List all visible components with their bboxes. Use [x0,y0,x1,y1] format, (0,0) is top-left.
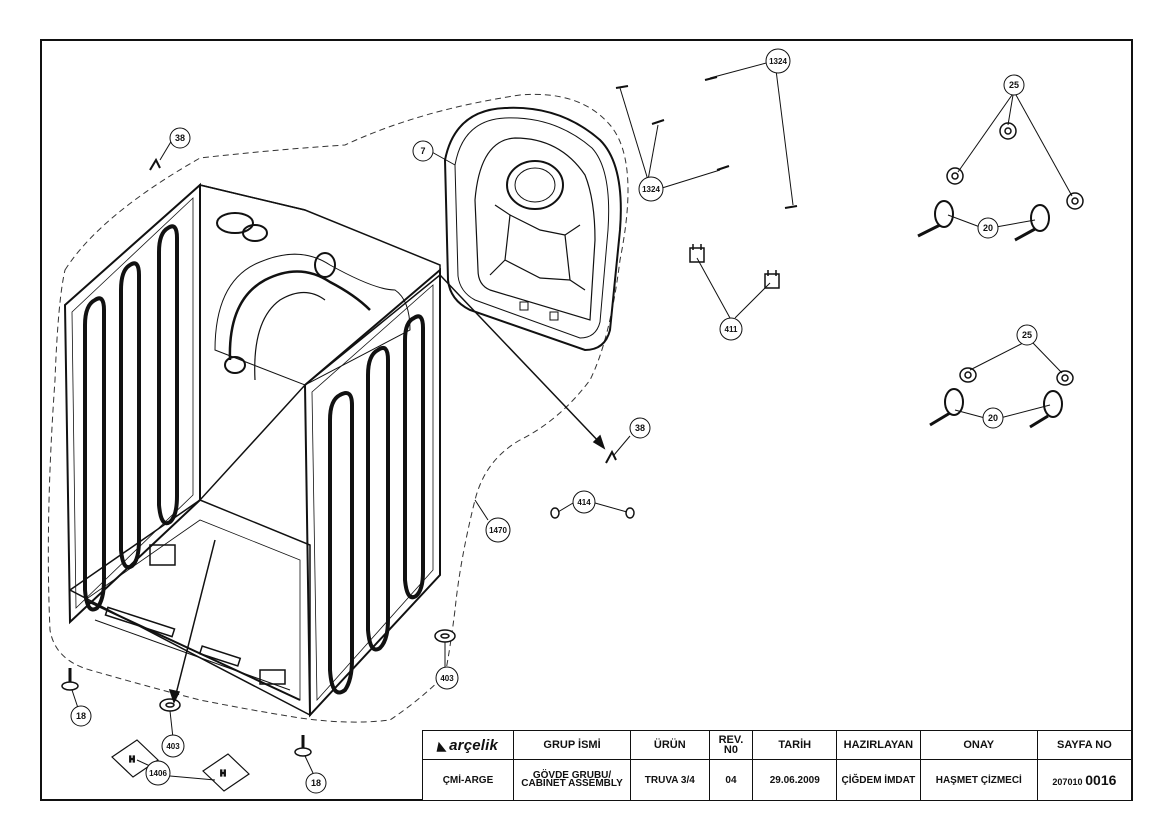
leader-lines [71,61,1073,781]
svg-text:18: 18 [76,711,86,721]
svg-text:25: 25 [1009,80,1019,90]
group-name-value: GÖVDE GRUBU/CABINET ASSEMBLY [512,759,632,801]
svg-text:1470: 1470 [489,526,507,535]
sheet-border [40,39,1133,801]
screws-1324 [615,76,798,209]
approved-by-value: HAŞMET ÇİZMECİ [919,759,1038,801]
callout-18-left: 18 [70,705,92,727]
callout-20-mid: 20 [982,407,1004,429]
callout-403-right: 403 [435,666,459,690]
date-value: 29.06.2009 [752,759,838,801]
header-approval: ONAY [919,730,1038,760]
leveling-feet-18 [61,668,312,757]
transport-bolts-20 [917,200,1063,429]
svg-text:403: 403 [166,742,180,751]
brand-logo: ◣arçelik [422,730,514,760]
svg-text:411: 411 [725,325,738,334]
company-value: ÇMİ-ARGE [422,759,514,801]
svg-text:38: 38 [175,133,185,143]
svg-text:20: 20 [988,413,998,423]
explode-arrows [168,274,606,704]
clips-38 [149,157,617,464]
callout-403-left: 403 [161,734,185,758]
callout-1324-mid: 1324 [638,176,664,202]
svg-text:1406: 1406 [149,769,167,778]
header-product: ÜRÜN [630,730,710,760]
brand-mark-icon: ◣ [436,738,449,753]
callout-20-top: 20 [977,217,999,239]
svg-text:25: 25 [1022,330,1032,340]
feet-403 [159,629,456,712]
callout-1406: 1406 [145,760,171,786]
revision-value: 04 [708,759,754,801]
callout-7: 7 [412,140,434,162]
clips-411 [689,244,780,289]
callout-25-mid: 25 [1016,324,1038,346]
svg-text:1324: 1324 [769,57,787,66]
svg-text:403: 403 [440,674,454,683]
callout-25-top: 25 [1003,74,1025,96]
rear-cover-panel [443,106,622,352]
callout-414: 414 [572,490,596,514]
callout-18-right: 18 [305,772,327,794]
callout-1470: 1470 [485,517,511,543]
cabinet-right-panel [303,267,441,718]
header-page-no: SAYFA NO [1036,730,1133,760]
page-no-value: 207010 0016 [1036,759,1133,801]
callout-38-top: 38 [169,127,191,149]
product-value: TRUVA 3/4 [630,759,710,801]
header-prepared-by: HAZIRLAYAN [836,730,921,760]
title-block: ◣arçelik GRUP İSMİ ÜRÜN REV.N0 TARİH HAZ… [422,730,1133,801]
caps-414 [550,507,635,519]
svg-text:H: H [129,755,135,764]
svg-text:20: 20 [983,223,993,233]
svg-text:414: 414 [577,498,591,507]
bushings-25 [946,122,1084,386]
cabinet-left-panel [63,182,201,625]
assembly-boundary-dashed [47,93,629,723]
pads-1406: H H [111,739,250,792]
callout-38-mid: 38 [629,417,651,439]
svg-text:38: 38 [635,423,645,433]
svg-text:1324: 1324 [642,185,660,194]
svg-text:H: H [220,769,226,778]
header-revision: REV.N0 [708,730,754,760]
header-date: TARİH [752,730,838,760]
callout-411: 411 [719,317,743,341]
prepared-by-value: ÇİĞDEM İMDAT [836,759,921,801]
cabinet-base [68,499,311,717]
svg-text:7: 7 [420,146,425,156]
callout-1324-top: 1324 [765,48,791,74]
header-group-name: GRUP İSMİ [512,730,632,760]
svg-text:18: 18 [311,778,321,788]
